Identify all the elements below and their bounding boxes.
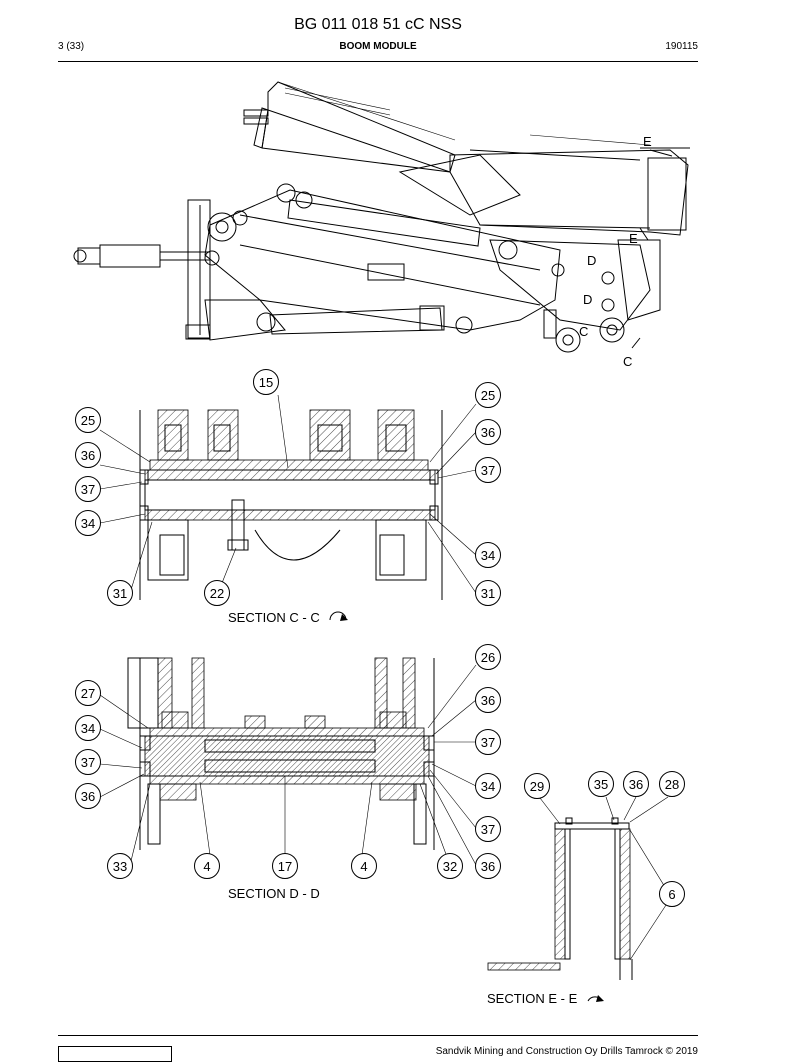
svg-text:31: 31	[481, 586, 495, 601]
callout: 17	[272, 853, 298, 879]
callout: 31	[475, 580, 501, 606]
svg-text:36: 36	[81, 448, 95, 463]
svg-text:15: 15	[259, 375, 273, 390]
callout: 36	[475, 853, 501, 879]
svg-text:36: 36	[481, 859, 495, 874]
callout: 22	[204, 580, 230, 606]
section-cc-caption: SECTION C - C	[228, 610, 320, 625]
callout: 33	[107, 853, 133, 879]
callout: 35	[588, 771, 614, 797]
section-dd-drawing: SECTION D - D	[127, 657, 435, 901]
section-ee-caption: SECTION E - E	[487, 991, 578, 1006]
svg-text:25: 25	[81, 413, 95, 428]
svg-text:34: 34	[81, 516, 95, 531]
section-cc-drawing: SECTION C - C	[139, 409, 443, 625]
footer-rule	[58, 1035, 698, 1036]
callout: 31	[107, 580, 133, 606]
section-dd-caption: SECTION D - D	[228, 886, 320, 901]
svg-text:36: 36	[481, 693, 495, 708]
svg-text:32: 32	[443, 859, 457, 874]
callout: 34	[75, 510, 101, 536]
header-rule	[58, 61, 698, 62]
svg-text:36: 36	[629, 777, 643, 792]
svg-text:34: 34	[481, 548, 495, 563]
svg-text:37: 37	[481, 822, 495, 837]
svg-text:31: 31	[113, 586, 127, 601]
svg-text:28: 28	[665, 777, 679, 792]
view-letter-c-bottom: C	[623, 354, 632, 369]
svg-text:36: 36	[81, 789, 95, 804]
view-letter-e-bottom: E	[629, 231, 638, 246]
svg-text:34: 34	[81, 721, 95, 736]
callout: 29	[524, 773, 550, 799]
callout: 25	[475, 382, 501, 408]
callout: 37	[75, 749, 101, 775]
section-ee-drawing: SECTION E - E	[487, 817, 633, 1006]
svg-text:22: 22	[210, 586, 224, 601]
callout: 36	[75, 783, 101, 809]
view-letter-d-top: D	[587, 253, 596, 268]
header-row: 3 (33) BOOM MODULE 190115	[58, 41, 698, 55]
callouts-cc: 15 25 25 36 36 37 37 34 34 31 22 31	[75, 369, 501, 606]
svg-text:4: 4	[203, 859, 210, 874]
svg-text:36: 36	[481, 425, 495, 440]
copyright-text: Sandvik Mining and Construction Oy Drill…	[435, 1046, 698, 1057]
svg-text:37: 37	[81, 482, 95, 497]
callout: 37	[475, 816, 501, 842]
view-letter-e-top: E	[643, 134, 652, 149]
svg-text:34: 34	[481, 779, 495, 794]
svg-text:35: 35	[594, 777, 608, 792]
callout: 27	[75, 680, 101, 706]
callout: 36	[75, 442, 101, 468]
callout: 15	[253, 369, 279, 395]
callout: 25	[75, 407, 101, 433]
section-dd-leaders	[99, 664, 477, 866]
callout: 37	[475, 729, 501, 755]
callouts-ee: 29 35 36 28 6	[524, 771, 685, 907]
callout: 36	[475, 419, 501, 445]
svg-text:26: 26	[481, 650, 495, 665]
callout: 32	[437, 853, 463, 879]
view-letter-d-bottom: D	[583, 292, 592, 307]
document-title: BG 011 018 51 cC NSS	[294, 16, 462, 33]
page-number: 3 (33)	[58, 41, 85, 52]
svg-text:4: 4	[360, 859, 367, 874]
callout: 36	[475, 687, 501, 713]
company-logo	[58, 1046, 172, 1062]
svg-text:33: 33	[113, 859, 127, 874]
section-title: BOOM MODULE	[339, 41, 417, 52]
callout: 37	[475, 457, 501, 483]
svg-text:6: 6	[668, 887, 675, 902]
callout: 34	[75, 715, 101, 741]
callout: 34	[475, 542, 501, 568]
svg-text:29: 29	[530, 779, 544, 794]
callouts-dd: 26 27 36 34 37 37 36 34 37 33 4 17 4 32 …	[75, 644, 501, 879]
svg-text:37: 37	[481, 735, 495, 750]
view-letter-c-top: C	[579, 324, 588, 339]
svg-text:27: 27	[81, 686, 95, 701]
callout: 36	[623, 771, 649, 797]
callout: 6	[659, 881, 685, 907]
callout: 34	[475, 773, 501, 799]
callout: 4	[351, 853, 377, 879]
svg-text:37: 37	[81, 755, 95, 770]
section-ee-leaders	[539, 796, 669, 961]
svg-text:25: 25	[481, 388, 495, 403]
date-code: 190115	[665, 41, 698, 52]
callout: 37	[75, 476, 101, 502]
svg-text:37: 37	[481, 463, 495, 478]
section-cc-leaders	[99, 394, 477, 594]
callout: 26	[475, 644, 501, 670]
callout: 4	[194, 853, 220, 879]
svg-text:17: 17	[278, 859, 292, 874]
callout: 28	[659, 771, 685, 797]
boom-overview-drawing: E E D D C C	[73, 81, 690, 369]
